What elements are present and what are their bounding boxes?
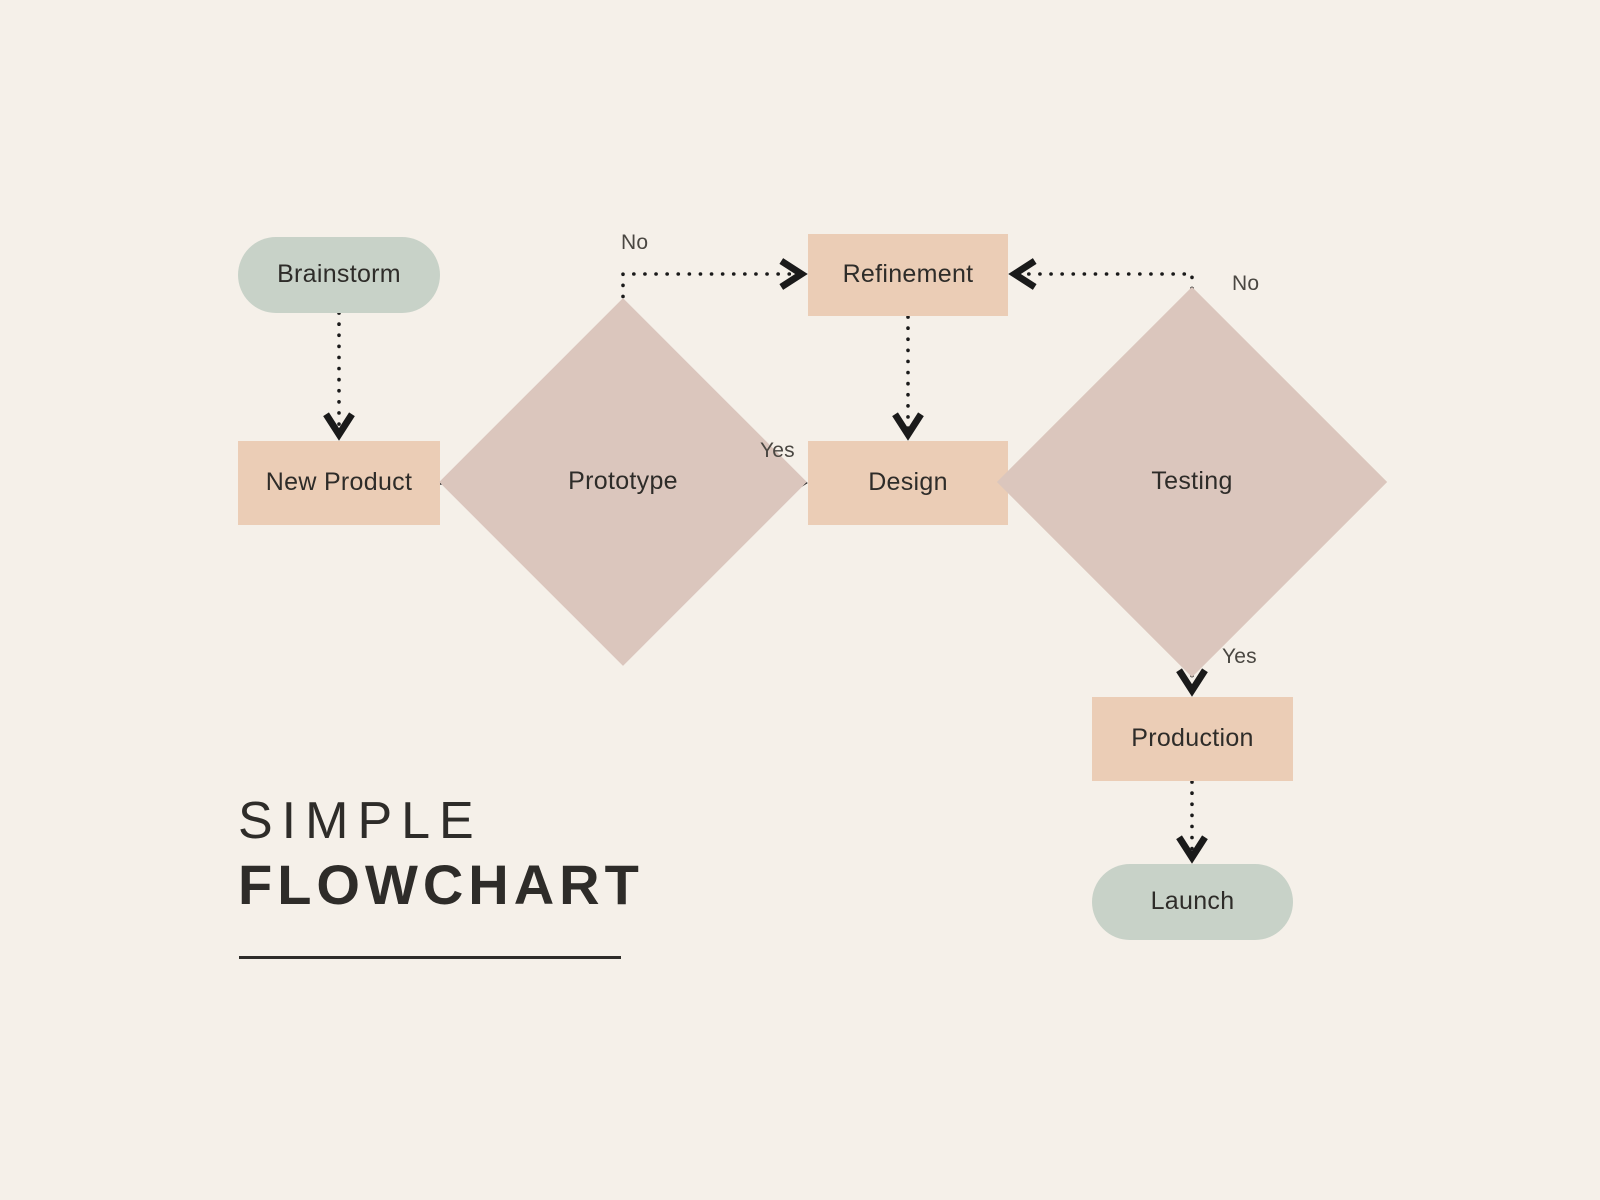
node-label-design: Design [868, 468, 948, 497]
node-launch[interactable]: Launch [1092, 864, 1293, 940]
node-label-production: Production [1131, 724, 1254, 753]
title-block: SIMPLE FLOWCHART [238, 795, 798, 915]
title-line-flowchart: FLOWCHART [238, 853, 644, 916]
node-label-launch: Launch [1150, 887, 1235, 916]
node-label-refinement: Refinement [842, 260, 974, 289]
node-label-new-product: New Product [265, 468, 413, 497]
node-design[interactable]: Design [808, 441, 1008, 525]
node-refinement[interactable]: Refinement [808, 234, 1008, 316]
node-label-testing: Testing [1151, 467, 1233, 496]
label-prototype-yes: Yes [760, 439, 795, 462]
node-new-product[interactable]: New Product [238, 441, 440, 525]
label-testing-yes: Yes [1222, 645, 1257, 668]
node-production[interactable]: Production [1092, 697, 1293, 781]
node-label-prototype: Prototype [568, 467, 678, 496]
node-brainstorm[interactable]: Brainstorm [238, 237, 440, 313]
label-testing-no: No [1232, 272, 1260, 295]
node-prototype[interactable]: Prototype [439, 298, 807, 666]
title-line-simple: SIMPLE [238, 792, 483, 850]
title-underline-rule [239, 956, 621, 959]
label-prototype-no: No [621, 231, 649, 254]
node-label-brainstorm: Brainstorm [277, 260, 401, 289]
node-testing[interactable]: Testing [996, 286, 1388, 678]
